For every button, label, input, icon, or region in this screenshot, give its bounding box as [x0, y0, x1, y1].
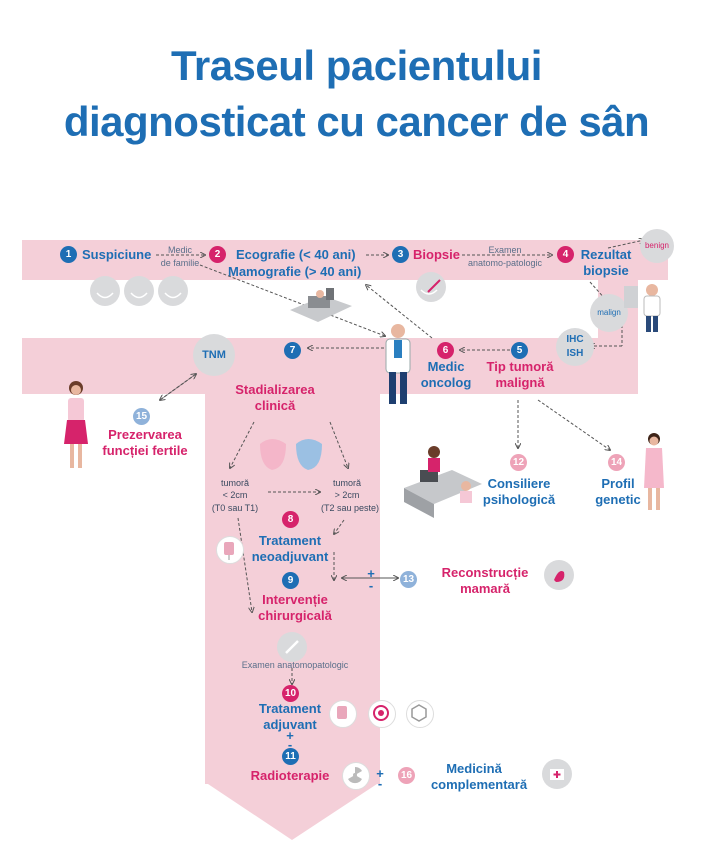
step-12-label-1: Consiliere [487, 476, 551, 491]
exam-label: Examen anatomopatologic [241, 660, 349, 670]
pill-icon [406, 700, 434, 728]
tnm-badge [193, 334, 235, 376]
woman-icon [644, 433, 664, 510]
step-2-label-2: Mamografie (> 40 ani) [228, 264, 362, 279]
doctor-icon [385, 324, 411, 404]
ish-label: ISH [566, 348, 584, 359]
step-11-label: Radioterapie [250, 768, 330, 783]
breast-icon [90, 276, 120, 306]
reconstruction-shape [554, 571, 565, 582]
breast-icon [158, 276, 188, 306]
step-16-label-2: complementară [430, 777, 528, 792]
page-title-line1: Traseul pacientului [171, 42, 542, 89]
tumor-small-2: < 2cm [222, 490, 248, 500]
step-8-badge: 8 [282, 511, 299, 528]
step-3-note-2: anatomo-patologic [467, 258, 543, 268]
benign-label: benign [644, 241, 670, 250]
drip-bag-icon [216, 536, 244, 564]
step-5-label-2: malignă [495, 375, 545, 390]
plus-minus-13-minus: - [368, 578, 374, 593]
plus-minus-10-minus: - [287, 737, 293, 752]
biopsy-needle [420, 279, 441, 295]
step-6-badge: 6 [437, 342, 454, 359]
tumor-large-1: tumoră [332, 478, 361, 488]
plus-minus-10-plus: + [286, 728, 294, 743]
step-2-label-1: Ecografie (< 40 ani) [236, 247, 356, 262]
step-13-label-1: Reconstrucție [441, 565, 529, 580]
step-15-badge: 15 [133, 408, 150, 425]
step-9-label-1: Intervenție [262, 592, 328, 607]
step-1-label: Suspiciune [82, 247, 152, 262]
step-16-badge: 16 [398, 767, 415, 784]
scalpel-shape [285, 640, 299, 654]
patient-scan-icon [290, 288, 352, 322]
step-8-label-2: neoadjuvant [251, 549, 329, 564]
step-12-label-2: psihologică [482, 492, 556, 507]
breast-icon [124, 276, 154, 306]
malign-badge [590, 294, 628, 332]
step-2-badge: 2 [209, 246, 226, 263]
step-3-label: Biopsie [413, 247, 460, 262]
breast-diagram-icon [260, 439, 322, 470]
step-11-badge: 11 [282, 748, 299, 765]
middle-band [22, 338, 638, 394]
step-6-label-1: Medic [427, 359, 465, 374]
target-shape [373, 705, 389, 721]
tumor-large-3: (T2 sau peste) [320, 503, 380, 513]
drip-bag-shape-2 [337, 706, 347, 719]
tumor-large-2: > 2cm [334, 490, 360, 500]
staging-label-1: Stadializarea [235, 382, 315, 397]
step-6-label-2: oncolog [420, 375, 472, 390]
step-8-label-1: Tratament [258, 533, 322, 548]
stem-arrow-tip [205, 782, 380, 840]
benign-badge [640, 229, 674, 263]
ihc-badge [556, 328, 594, 366]
step-9-badge: 9 [282, 572, 299, 589]
microscope-doctor-icon [624, 284, 661, 332]
step-5-label-1: Tip tumoră [486, 359, 554, 374]
malign-label: malign [597, 308, 621, 317]
tnm-label: TNM [202, 349, 226, 361]
step-4-badge: 4 [557, 246, 574, 263]
step-12-badge: 12 [510, 454, 527, 471]
radiation-shape [348, 766, 362, 784]
step-10-label-2: adjuvant [263, 717, 317, 732]
step-14-label-1: Profil [601, 476, 635, 491]
plus-minus-16-plus: + [376, 766, 384, 781]
biopsy-icon [416, 272, 446, 302]
medkit-shape [550, 769, 564, 780]
plus-minus-13-plus: + [367, 566, 375, 581]
step-13-label-2: mamară [460, 581, 510, 596]
step-7-badge: 7 [284, 342, 301, 359]
step-14-badge: 14 [608, 454, 625, 471]
step-15-label-1: Prezervarea [108, 427, 182, 442]
step-1-note-1: Medic [167, 245, 192, 255]
step-15-label-2: funcției fertile [102, 443, 188, 458]
step-10-label-1: Tratament [258, 701, 322, 716]
page-title-line2: diagnosticat cu cancer de sân [63, 98, 650, 145]
drip-bag-shape [224, 542, 234, 560]
step-9-label-2: chirurgicală [258, 608, 332, 623]
step-3-badge: 3 [392, 246, 409, 263]
plus-minus-16-minus: - [377, 776, 383, 791]
breast-icon-lines [96, 292, 182, 299]
tumor-small-1: tumoră [220, 478, 249, 488]
step-16-label-1: Medicină [446, 761, 502, 776]
step-4-label-2: biopsie [583, 263, 629, 278]
step-1-badge: 1 [60, 246, 77, 263]
step-14-label-2: genetic [595, 492, 641, 507]
woman-icon [64, 381, 88, 468]
step-10-badge: 10 [282, 685, 299, 702]
step-5-badge: 5 [511, 342, 528, 359]
ihc-label: IHC [566, 334, 584, 345]
step-3-note-1: Examen [488, 245, 522, 255]
pill-shape [411, 704, 427, 722]
counseling-icon [404, 446, 482, 518]
staging-label-2: clinică [254, 398, 296, 413]
step-1-note-2: de familie [160, 258, 200, 268]
tumor-small-3: (T0 sau T1) [211, 503, 259, 513]
step-13-badge: 13 [400, 571, 417, 588]
step-4-label-1: Rezultat [580, 247, 632, 262]
